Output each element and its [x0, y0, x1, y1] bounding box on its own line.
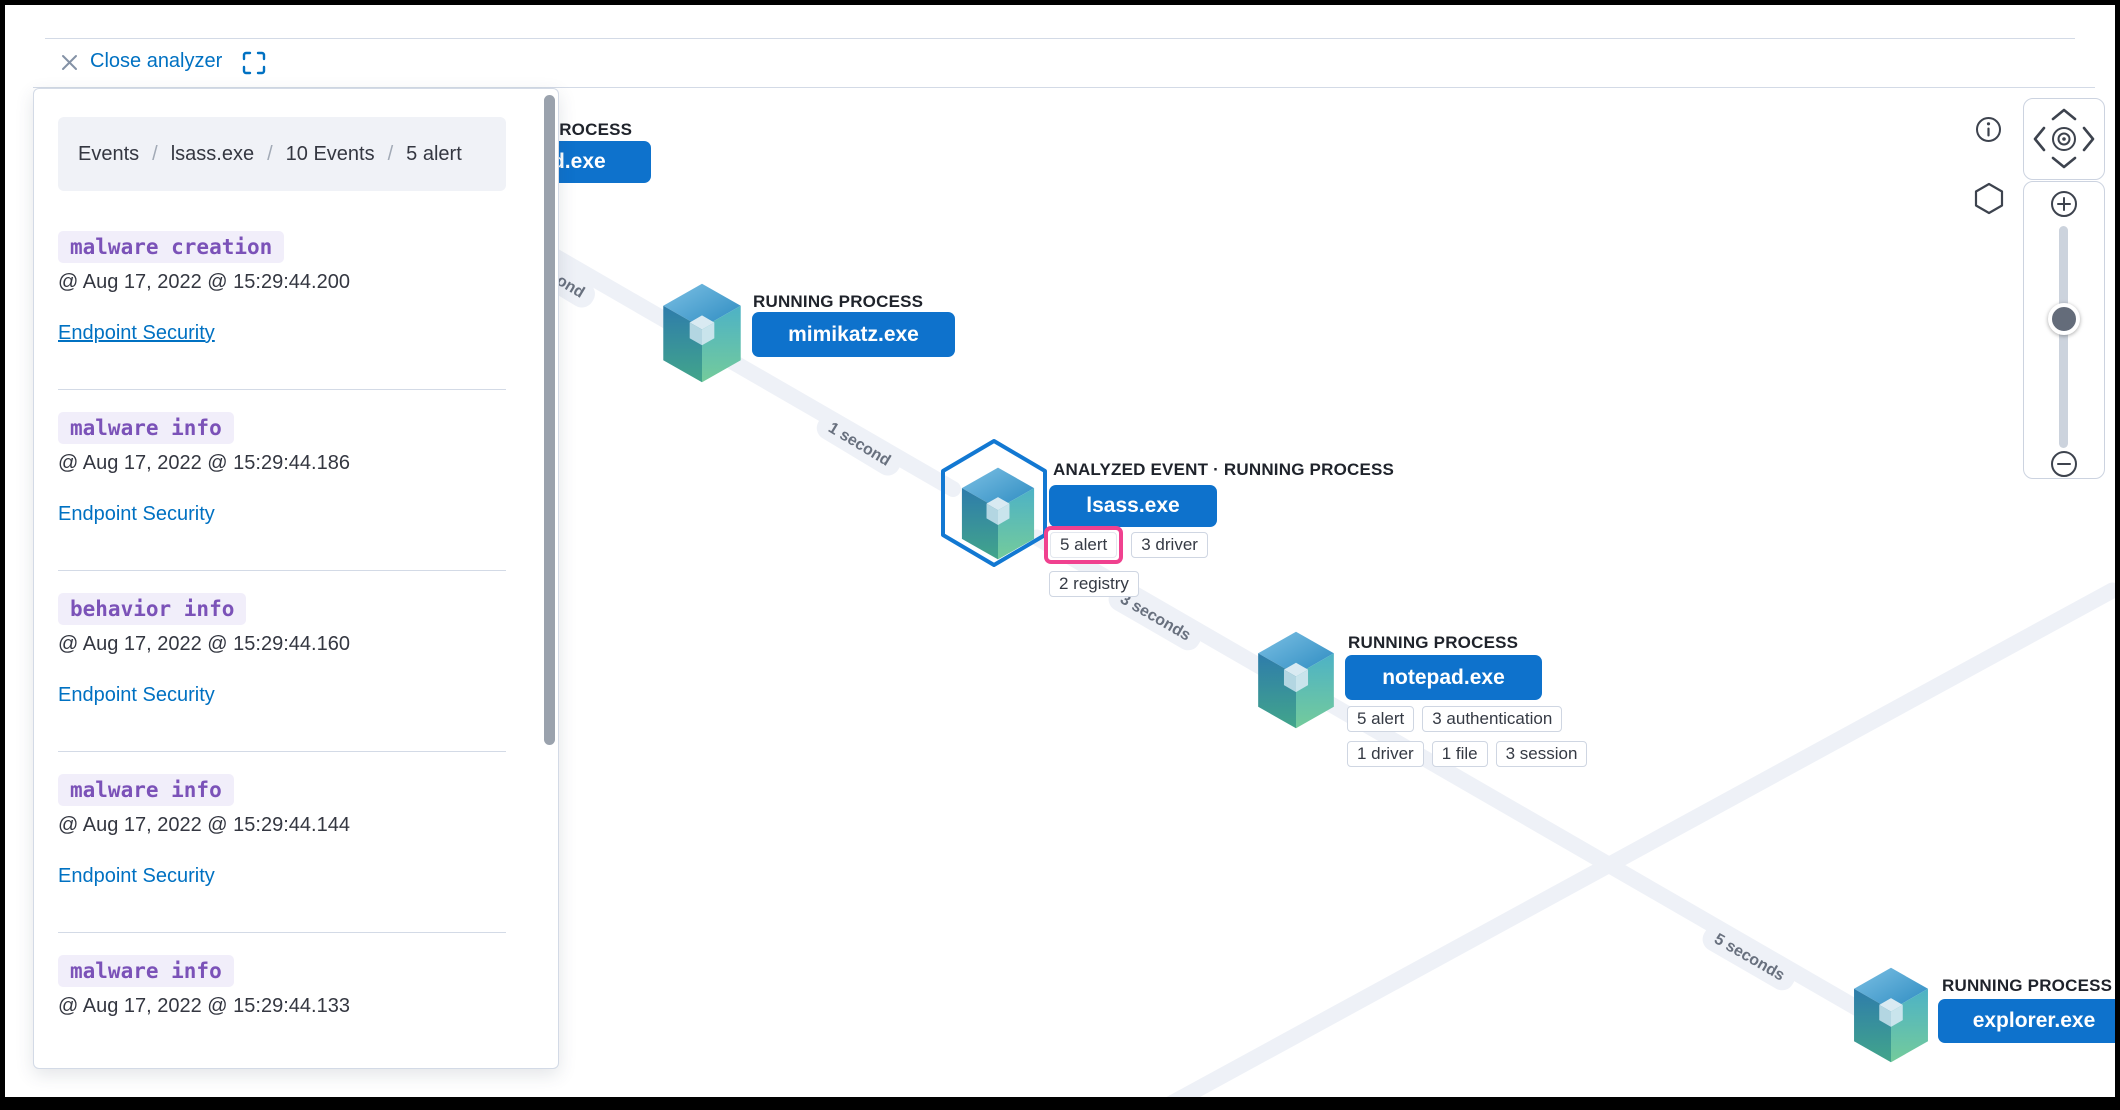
node-explorer-type-label: RUNNING PROCESS: [1942, 976, 2113, 995]
pan-up-button[interactable]: [2051, 108, 2077, 121]
event-divider: [58, 570, 506, 571]
notepad-driver-count-pill[interactable]: 1 driver: [1347, 741, 1424, 767]
node-mimikatz-process-button[interactable]: mimikatz.exe: [752, 312, 955, 357]
pan-control: [2023, 98, 2105, 180]
events-panel: Events / lsass.exe / 10 Events / 5 alert…: [33, 88, 559, 1069]
node-lsass-process-button[interactable]: lsass.exe: [1049, 485, 1217, 527]
graph-top-divider: [33, 87, 2095, 88]
node-explorer-process-button[interactable]: explorer.exe: [1938, 999, 2115, 1043]
notepad-authentication-count-pill[interactable]: 3 authentication: [1422, 706, 1563, 732]
pan-left-button[interactable]: [2033, 126, 2046, 152]
event-divider: [58, 751, 506, 752]
endpoint-security-link[interactable]: Endpoint Security: [58, 322, 215, 344]
event-item: malware info @ Aug 17, 2022 @ 15:29:44.1…: [58, 955, 506, 1018]
breadcrumb-separator: /: [152, 142, 158, 165]
close-icon[interactable]: [61, 54, 78, 71]
breadcrumb-5-alert[interactable]: 5 alert: [406, 142, 462, 165]
analyzed-event-hexagon: [941, 439, 1047, 567]
event-list: malware creation @ Aug 17, 2022 @ 15:29:…: [58, 231, 506, 1018]
endpoint-security-link[interactable]: Endpoint Security: [58, 684, 215, 706]
event-timestamp: @ Aug 17, 2022 @ 15:29:44.144: [58, 814, 350, 836]
center-camera-button[interactable]: [2050, 125, 2078, 153]
event-category-badge: malware info: [58, 774, 234, 806]
alert-badge-highlight: 5 alert: [1044, 526, 1124, 564]
node-lsass-cube-icon[interactable]: [957, 466, 1039, 561]
event-timestamp: @ Aug 17, 2022 @ 15:29:44.186: [58, 452, 350, 474]
panel-scrollbar[interactable]: [544, 95, 555, 745]
event-category-badge: malware info: [58, 955, 234, 987]
breadcrumb-lsass[interactable]: lsass.exe: [170, 142, 255, 165]
node-mimikatz-type-label: RUNNING PROCESS: [753, 292, 924, 311]
breadcrumb-separator: /: [267, 142, 273, 165]
breadcrumb-events[interactable]: Events: [78, 142, 140, 165]
event-category-badge: behavior info: [58, 593, 247, 625]
pan-down-button[interactable]: [2051, 156, 2077, 169]
hexagon-legend-icon[interactable]: [1974, 182, 2004, 215]
top-divider: [45, 38, 2075, 39]
notepad-badge-row-1: 5 alert 3 authentication: [1347, 706, 1563, 732]
node-lsass-type-label: ANALYZED EVENT · RUNNING PROCESS: [1053, 460, 1395, 479]
lsass-alert-count-pill[interactable]: 5 alert: [1050, 532, 1118, 558]
event-divider: [58, 389, 506, 390]
node-explorer-cube-icon[interactable]: [1849, 966, 1933, 1064]
breadcrumb-10-events[interactable]: 10 Events: [285, 142, 375, 165]
breadcrumb-separator: /: [387, 142, 394, 165]
node-notepad-type-label: RUNNING PROCESS: [1348, 633, 1519, 652]
event-category-badge: malware info: [58, 412, 234, 444]
notepad-alert-count-pill[interactable]: 5 alert: [1347, 706, 1415, 732]
event-timestamp: @ Aug 17, 2022 @ 15:29:44.160: [58, 633, 350, 655]
zoom-control: [2023, 181, 2105, 479]
event-item: malware creation @ Aug 17, 2022 @ 15:29:…: [58, 231, 506, 390]
lsass-badge-row-2: 2 registry: [1049, 571, 1139, 597]
event-category-badge: malware creation: [58, 231, 285, 263]
lsass-registry-count-pill[interactable]: 2 registry: [1049, 571, 1139, 597]
fullscreen-icon[interactable]: [241, 50, 267, 76]
event-timestamp: @ Aug 17, 2022 @ 15:29:44.200: [58, 271, 350, 293]
zoom-in-button[interactable]: [2050, 190, 2078, 218]
zoom-out-button[interactable]: [2050, 450, 2078, 478]
event-item: malware info @ Aug 17, 2022 @ 15:29:44.1…: [58, 774, 506, 933]
zoom-slider-thumb[interactable]: [2048, 303, 2080, 335]
node-mimikatz-cube-icon[interactable]: [658, 282, 746, 384]
endpoint-security-link[interactable]: Endpoint Security: [58, 503, 215, 525]
info-icon[interactable]: [1975, 116, 2002, 143]
lsass-badge-row-1: 5 alert 3 driver: [1044, 526, 1208, 564]
breadcrumb: Events / lsass.exe / 10 Events / 5 alert: [58, 117, 506, 191]
node-notepad-process-button[interactable]: notepad.exe: [1345, 655, 1542, 700]
close-analyzer-button[interactable]: Close analyzer: [90, 50, 223, 72]
event-item: behavior info @ Aug 17, 2022 @ 15:29:44.…: [58, 593, 506, 752]
endpoint-security-link[interactable]: Endpoint Security: [58, 865, 215, 887]
event-item: malware info @ Aug 17, 2022 @ 15:29:44.1…: [58, 412, 506, 571]
event-divider: [58, 932, 506, 933]
notepad-file-count-pill[interactable]: 1 file: [1431, 741, 1488, 767]
pan-right-button[interactable]: [2082, 126, 2095, 152]
notepad-session-count-pill[interactable]: 3 session: [1495, 741, 1588, 767]
lsass-driver-count-pill[interactable]: 3 driver: [1131, 532, 1208, 558]
node-notepad-cube-icon[interactable]: [1253, 630, 1339, 730]
event-timestamp: @ Aug 17, 2022 @ 15:29:44.133: [58, 995, 350, 1017]
notepad-badge-row-2: 1 driver 1 file 3 session: [1347, 741, 1588, 767]
zoom-slider-track[interactable]: [2059, 226, 2068, 448]
